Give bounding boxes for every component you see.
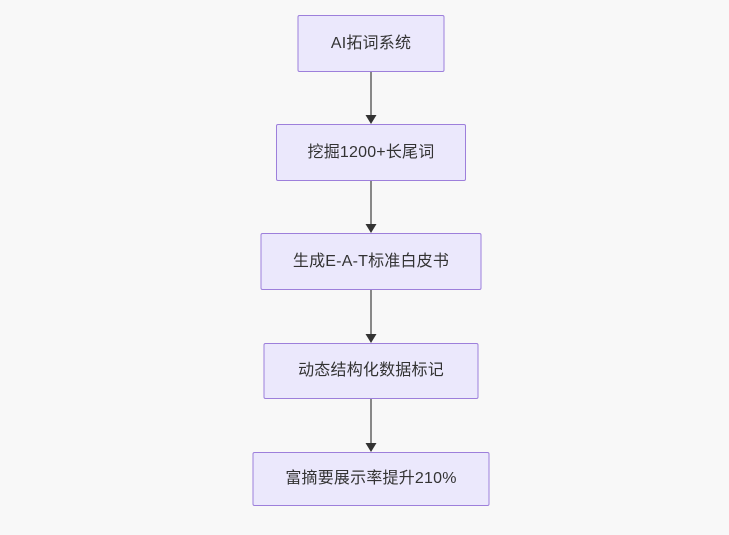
flow-node-2[interactable]: 挖掘1200+长尾词 bbox=[276, 124, 466, 181]
flow-arrow-4 bbox=[364, 399, 378, 452]
flow-arrow-1 bbox=[364, 72, 378, 124]
flow-node-4[interactable]: 动态结构化数据标记 bbox=[263, 343, 479, 399]
flow-arrow-2 bbox=[364, 181, 378, 233]
flow-node-label: 富摘要展示率提升210% bbox=[285, 470, 457, 488]
flow-node-label: 动态结构化数据标记 bbox=[298, 362, 444, 380]
flow-node-label: 挖掘1200+长尾词 bbox=[307, 143, 435, 161]
flow-node-5[interactable]: 富摘要展示率提升210% bbox=[252, 452, 490, 506]
flow-node-1[interactable]: AI拓词系统 bbox=[297, 15, 445, 72]
flow-node-label: 生成E-A-T标准白皮书 bbox=[292, 252, 450, 270]
flow-arrow-3 bbox=[364, 290, 378, 343]
flow-node-label: AI拓词系统 bbox=[330, 34, 412, 52]
flow-node-3[interactable]: 生成E-A-T标准白皮书 bbox=[260, 233, 482, 290]
